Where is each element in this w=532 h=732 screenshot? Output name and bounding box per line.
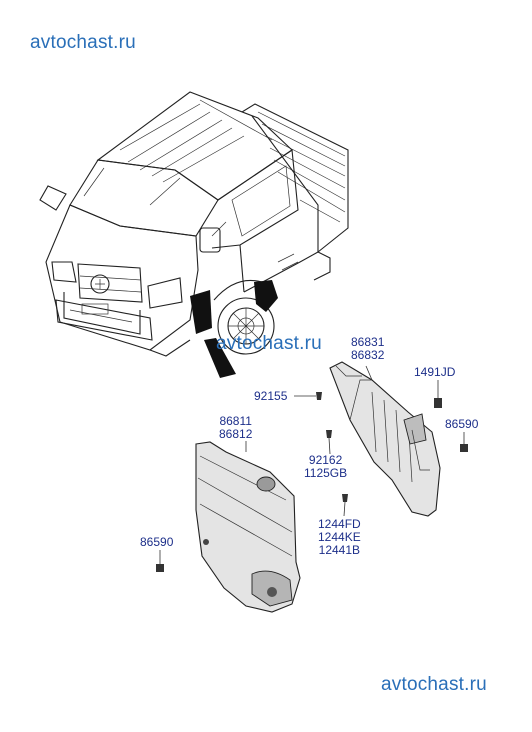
truck-illustration	[39, 91, 349, 357]
part-number: 1244KE	[318, 530, 361, 544]
part-number: 86590	[445, 417, 479, 431]
part-number: 86832	[351, 348, 385, 362]
callout-86590-right: 86590	[445, 418, 478, 431]
part-number: 86812	[219, 427, 253, 441]
callout-86590-left: 86590	[140, 536, 173, 549]
watermark-bottom: avtochast.ru	[381, 674, 487, 695]
part-number: 86831	[351, 335, 385, 349]
part-number: 12441B	[318, 543, 361, 557]
callout-front-guard: 86811 86812	[219, 415, 252, 441]
watermark-middle: avtochast.ru	[216, 333, 322, 354]
watermark-top: avtochast.ru	[30, 32, 136, 53]
part-number: 1125GB	[304, 466, 348, 480]
part-number: 92155	[254, 389, 288, 403]
pointer-arrow	[204, 338, 236, 378]
front-mud-guard	[195, 441, 301, 613]
leader-lines	[159, 365, 465, 564]
part-number: 92162	[308, 453, 343, 467]
rear-mud-guard	[329, 361, 441, 517]
callout-92162-group: 92162 1125GB	[304, 454, 347, 480]
callout-1244-group: 1244FD 1244KE 12441B	[318, 518, 361, 557]
callout-92155: 92155	[254, 390, 287, 403]
callout-1491jd: 1491JD	[414, 366, 455, 379]
callout-rear-guard: 86831 86832	[351, 336, 384, 362]
part-number: 1491JD	[414, 365, 456, 379]
part-number: 86590	[140, 535, 174, 549]
part-number: 1244FD	[318, 517, 361, 531]
part-number: 86811	[219, 414, 252, 428]
fasteners	[156, 392, 468, 572]
